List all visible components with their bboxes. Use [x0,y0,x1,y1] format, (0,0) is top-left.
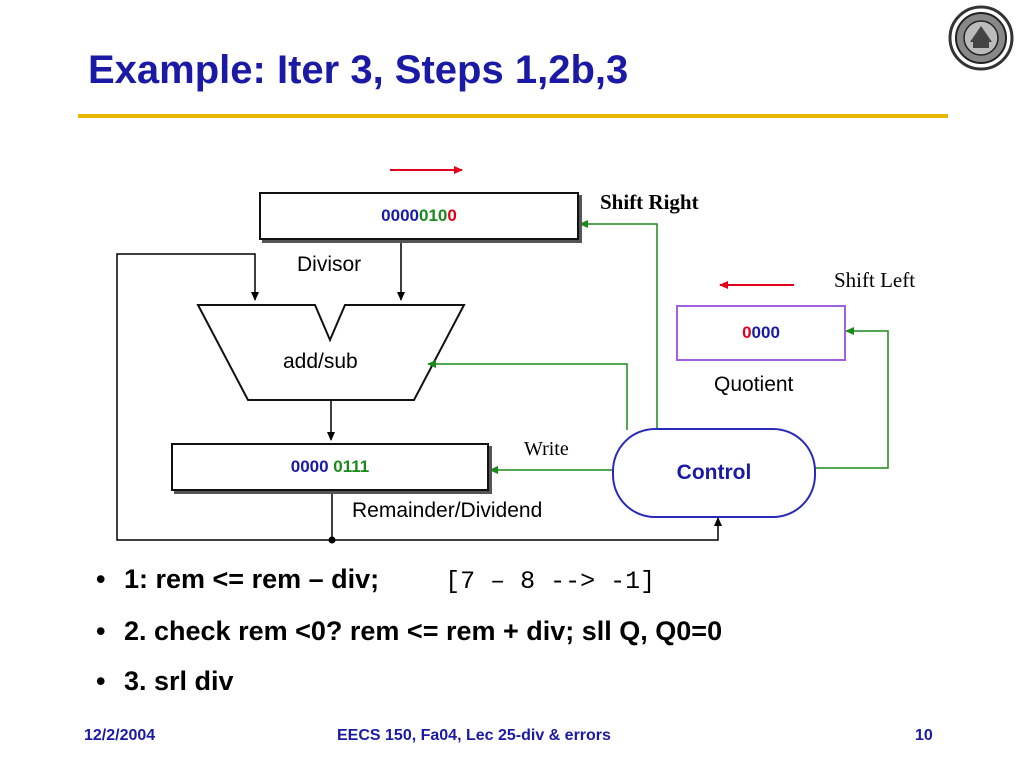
footer-date: 12/2/2004 [84,727,156,744]
bullet-2: •2. check rem <0? rem <= rem + div; sll … [96,616,723,646]
alu-shape [196,304,466,401]
bullet-3-text: 3. srl div [124,666,234,696]
title-divider [78,114,948,118]
bullet-3: •3. srl div [96,666,234,696]
shift-left-label: Shift Left [834,268,916,292]
control-label: Control [676,461,752,484]
university-seal-icon [948,5,1014,71]
quotient-bit-new: 0 [742,323,752,342]
bullet-1-note: [7 – 8 --> -1] [445,567,656,596]
bullet-2-text: 2. check rem <0? rem <= rem + div; sll Q… [124,616,723,646]
bullet-1: •1: rem <= rem – div;[7 – 8 --> -1] [96,564,656,596]
shift-right-label: Shift Right [600,190,699,214]
slide-title: Example: Iter 3, Steps 1,2b,3 [88,48,629,92]
quotient-label: Quotient [714,373,794,396]
remainder-register: 0000 0111 [171,443,489,491]
quotient-bits: 000 [751,323,780,342]
remainder-label: Remainder/Dividend [352,499,543,522]
bullet-1-text: 1: rem <= rem – div; [124,564,380,594]
write-label: Write [524,438,569,460]
remainder-bits-low: 0111 [333,457,370,476]
footer-course: EECS 150, Fa04, Lec 25-div & errors [337,727,611,744]
alu-label: add/sub [283,350,358,373]
divisor-bits-high: 0000 [381,206,419,225]
footer-page-number: 10 [915,727,933,744]
divisor-bits-mid: 010 [418,206,448,225]
remainder-bits-high: 0000 [290,457,329,476]
divisor-label: Divisor [297,253,362,276]
divisor-bits-low: 0 [447,206,457,225]
control-unit: Control [612,428,816,518]
